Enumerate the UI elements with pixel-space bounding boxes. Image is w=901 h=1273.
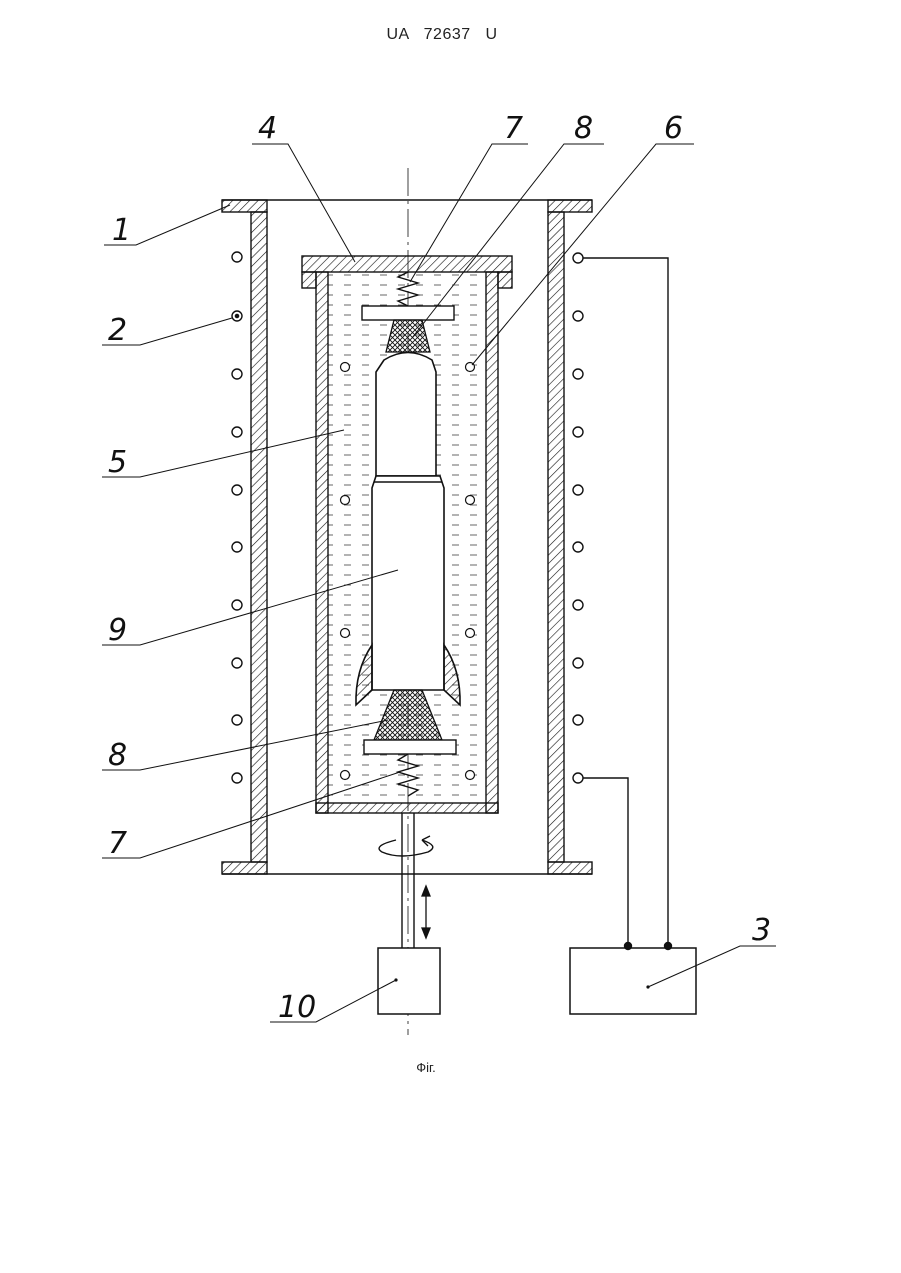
drive-unit-box (378, 948, 440, 1014)
callout-9: 9 (108, 613, 127, 648)
power-supply-box (570, 948, 696, 1014)
callout-2: 2 (108, 313, 127, 348)
top-mesh-holder (386, 320, 430, 352)
vertical-motion-arrow-icon (422, 886, 430, 938)
power-wires (583, 258, 672, 950)
callout-5: 5 (108, 445, 127, 480)
rotation-arrow-icon (379, 836, 433, 856)
callout-4: 4 (258, 111, 277, 146)
callout-8-bottom: 8 (108, 738, 127, 773)
figure-caption: Фіг. (0, 1060, 852, 1075)
callout-7-top: 7 (504, 111, 523, 146)
callout-1: 1 (112, 213, 131, 248)
callout-10: 10 (278, 990, 316, 1025)
callout-7-bottom: 7 (108, 826, 127, 861)
callout-3: 3 (752, 913, 771, 948)
callout-8-top: 8 (574, 111, 593, 146)
callout-6: 6 (664, 111, 683, 146)
